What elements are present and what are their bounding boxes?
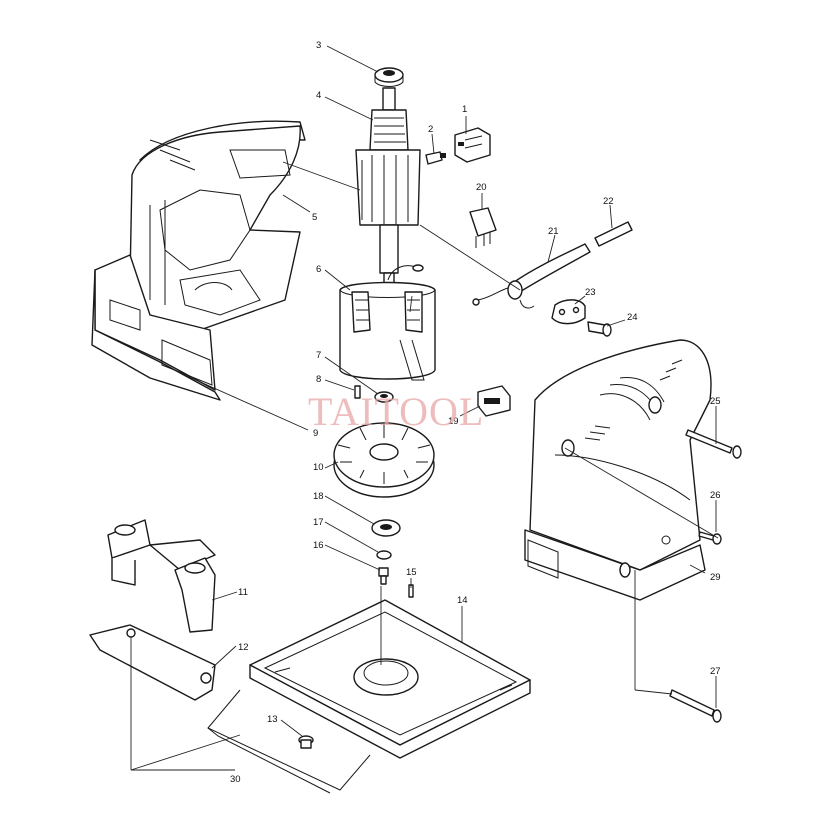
screw-13 — [298, 735, 314, 749]
field-coil — [339, 264, 436, 381]
callout-24: 24 — [627, 312, 638, 323]
switch-lever — [477, 385, 511, 417]
bearing-18 — [371, 519, 401, 537]
watermark: TAITOOL — [308, 389, 484, 434]
armature — [355, 87, 421, 288]
callout-8: 8 — [316, 374, 321, 385]
callout-10: 10 — [313, 462, 324, 473]
callout-30: 30 — [230, 774, 241, 785]
screw-25 — [685, 429, 742, 459]
leader-lines — [130, 45, 719, 771]
capacitor — [469, 207, 497, 248]
callout-22: 22 — [603, 196, 614, 207]
callout-11: 11 — [238, 587, 248, 598]
screw-26 — [698, 531, 722, 545]
callout-20: 20 — [476, 182, 487, 193]
callout-3: 3 — [316, 40, 321, 51]
callout-19: 19 — [448, 416, 459, 427]
callout-17: 17 — [313, 517, 324, 528]
washer-17 — [376, 550, 392, 560]
callout-23: 23 — [585, 287, 596, 298]
cord-clamp — [551, 299, 586, 325]
callout-29: 29 — [710, 572, 721, 583]
base-plate — [249, 599, 531, 759]
carbon-brush — [425, 151, 446, 165]
pin-8 — [354, 385, 361, 399]
callout-9: 9 — [313, 428, 318, 439]
callout-15: 15 — [406, 567, 417, 578]
bearing-mid — [374, 391, 394, 403]
callout-27: 27 — [710, 666, 721, 677]
callout-12: 12 — [238, 642, 249, 653]
callout-5: 5 — [312, 212, 317, 223]
callout-7: 7 — [316, 350, 321, 361]
callout-18: 18 — [313, 491, 324, 502]
callout-1: 1 — [462, 104, 467, 115]
screw-24 — [587, 321, 612, 337]
screw-27 — [669, 689, 722, 723]
motor-housing-left — [91, 120, 306, 401]
fan — [333, 422, 435, 498]
switch — [454, 127, 491, 163]
callout-6: 6 — [316, 264, 321, 275]
wire-clamp-30 — [207, 689, 371, 794]
clamp-assembly — [89, 519, 216, 701]
callout-14: 14 — [457, 595, 468, 606]
bearing-top — [374, 67, 404, 87]
callout-2: 2 — [428, 124, 433, 135]
callout-labels: 1 2 3 4 5 6 7 8 9 10 11 12 13 14 15 16 1… — [230, 40, 721, 785]
callout-21: 21 — [548, 226, 559, 237]
callout-26: 26 — [710, 490, 721, 501]
callout-16: 16 — [313, 540, 324, 551]
callout-13: 13 — [267, 714, 278, 725]
bolt-16 — [378, 567, 389, 585]
callout-4: 4 — [316, 90, 321, 101]
power-cord-assembly — [472, 221, 633, 309]
motor-housing-right — [524, 339, 712, 601]
callout-25: 25 — [710, 396, 721, 407]
